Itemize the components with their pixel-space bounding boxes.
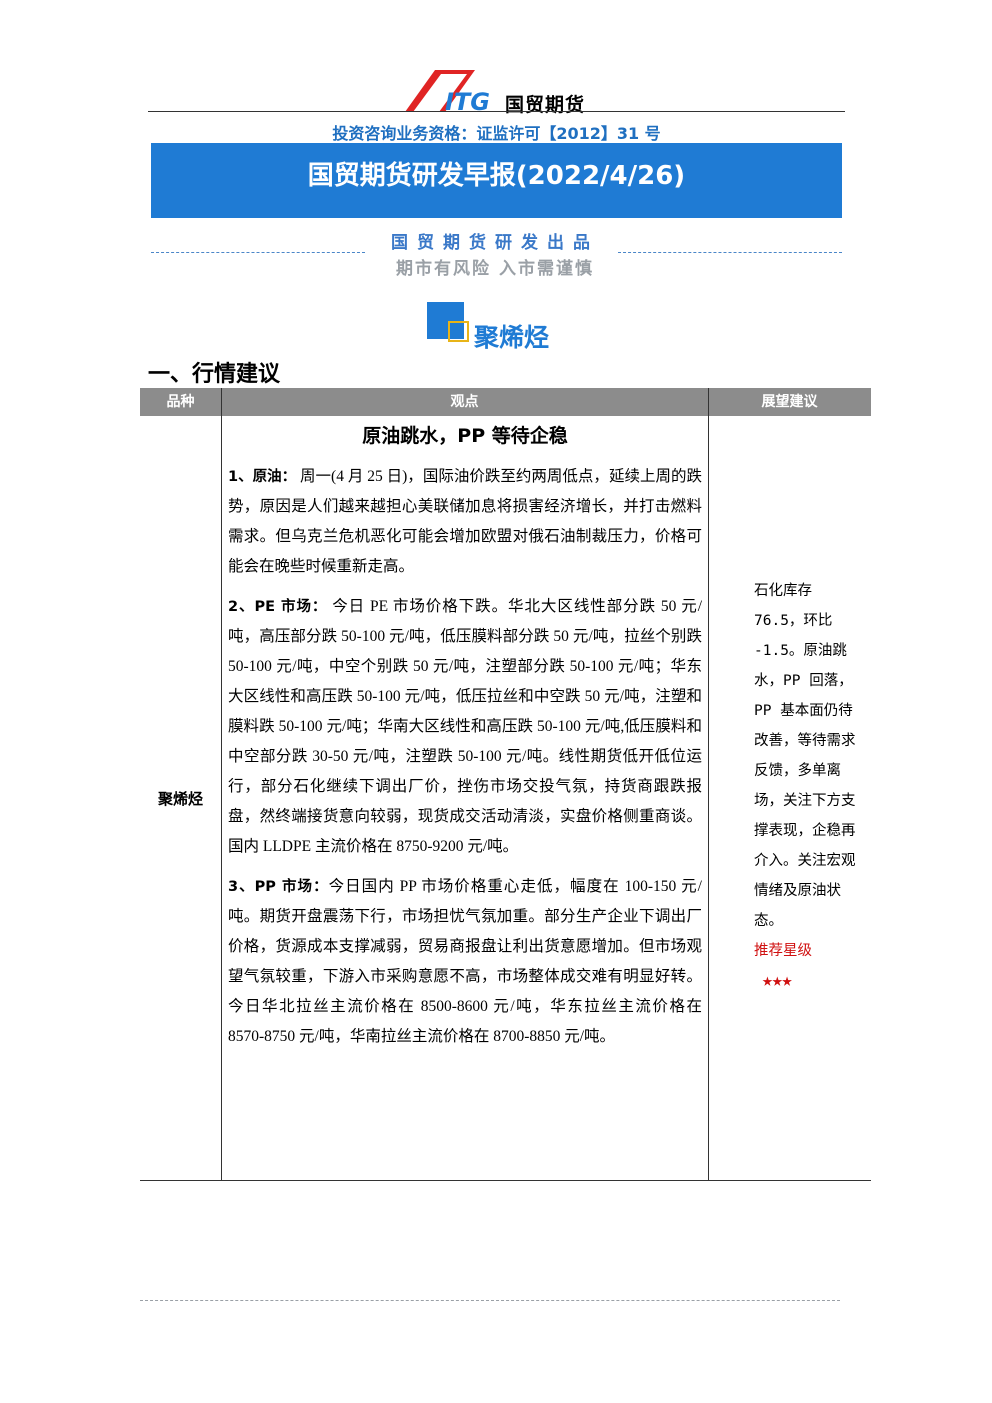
advice-cell: 石化库存 76.5，环比 -1.5。原油跳水，PP 回落，PP 基本面仍待改善，…: [754, 576, 864, 996]
footer-dash: [140, 1300, 840, 1301]
header-view: 观点: [450, 394, 479, 410]
paragraph-text: 周一(4 月 25 日)，国际油价跌至约两周低点，延续上周的跌势，原因是人们越来…: [228, 468, 702, 575]
table-header-row: 品种 观点 展望建议: [140, 388, 871, 416]
title-banner: 国贸期货研发早报(2022/4/26): [151, 143, 842, 218]
producer-line: 国贸期货研发出品: [391, 233, 599, 253]
rating-label: 推荐星级: [754, 943, 812, 959]
crude-oil-paragraph: 1、原油： 周一(4 月 25 日)，国际油价跌至约两周低点，延续上周的跌势，原…: [228, 462, 702, 582]
col-divider-2: [708, 388, 709, 1181]
paragraph-text: 今日国内 PP 市场价格重心走低，幅度在 100-150 元/吨。期货开盘震荡下…: [228, 878, 702, 1045]
section-title: 聚烯烃: [474, 323, 550, 352]
svg-text:ITG: ITG: [445, 88, 490, 112]
header-variety: 品种: [166, 394, 195, 410]
col-divider-1: [221, 388, 222, 1181]
pe-market-paragraph: 2、PE 市场： 今日 PE 市场价格下跌。华北大区线性部分跌 50 元/吨，高…: [228, 592, 702, 862]
dash-right: [618, 252, 842, 253]
risk-warning: 期市有风险 入市需谨慎: [396, 259, 594, 279]
report-title: 国贸期货研发早报(2022/4/26): [307, 161, 686, 191]
pp-market-paragraph: 3、PP 市场：今日国内 PP 市场价格重心走低，幅度在 100-150 元/吨…: [228, 872, 702, 1052]
license-line: 投资咨询业务资格：证监许可【2012】31 号: [332, 124, 661, 143]
variety-cell: 聚烯烃: [157, 790, 203, 808]
paragraph-label: 1、原油：: [228, 469, 297, 485]
paragraph-label: 2、PE 市场：: [228, 599, 328, 615]
advice-text: 石化库存 76.5，环比 -1.5。原油跳水，PP 回落，PP 基本面仍待改善，…: [754, 583, 856, 929]
table-bottom-rule: [140, 1180, 871, 1181]
itg-logo: ITG: [405, 70, 490, 112]
section-heading: 一、行情建议: [148, 362, 281, 387]
advice-table: 品种 观点 展望建议 聚烯烃 原油跳水，PP 等待企稳 1、原油： 周一(4 月…: [140, 388, 871, 1181]
header-divider: [148, 111, 845, 112]
rating-stars: ★★★: [762, 970, 793, 991]
paragraph-text: 今日 PE 市场价格下跌。华北大区线性部分跌 50 元/吨，高压部分跌 50-1…: [228, 598, 702, 855]
paragraph-label: 3、PP 市场：: [228, 879, 329, 895]
section-marker-block: [427, 302, 464, 339]
section-marker-square: [448, 321, 469, 342]
view-cell: 原油跳水，PP 等待企稳 1、原油： 周一(4 月 25 日)，国际油价跌至约两…: [228, 418, 702, 1062]
header-advice: 展望建议: [761, 394, 818, 410]
dash-left: [151, 252, 365, 253]
logo-text: 国贸期货: [505, 94, 586, 116]
view-title: 原油跳水，PP 等待企稳: [362, 425, 568, 447]
